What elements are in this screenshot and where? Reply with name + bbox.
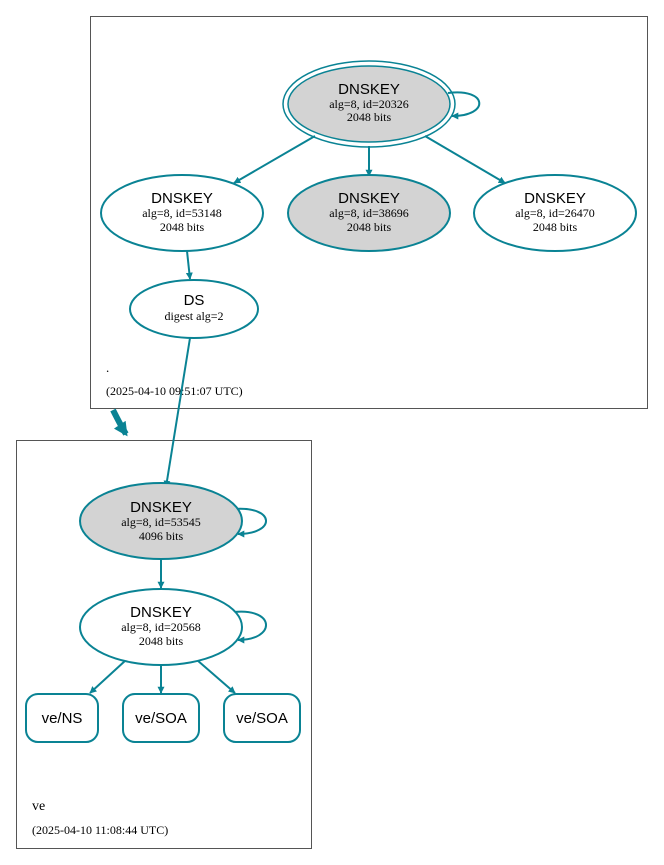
zone-root: . (2025-04-10 09:51:07 UTC) xyxy=(90,16,648,409)
node-rr-ns[interactable]: ve/NS xyxy=(25,693,99,743)
edge-root-ksk-to-53148 xyxy=(233,135,316,184)
node-dnskey-53148[interactable]: DNSKEY alg=8, id=53148 2048 bits xyxy=(100,174,264,252)
node-title: DNSKEY xyxy=(151,190,213,207)
node-dnskey-38696[interactable]: DNSKEY alg=8, id=38696 2048 bits xyxy=(287,174,451,252)
edge-ve-zsk-self xyxy=(233,610,267,644)
rrset-label: ve/NS xyxy=(42,710,83,727)
node-line1: alg=8, id=53545 xyxy=(121,515,201,529)
node-title: DNSKEY xyxy=(130,499,192,516)
node-rr-soa-1[interactable]: ve/SOA xyxy=(122,693,200,743)
edge-delegation xyxy=(110,408,129,437)
zone-root-border xyxy=(90,16,648,409)
rrset-label: ve/SOA xyxy=(236,710,288,727)
edge-53148-to-ds xyxy=(185,250,193,280)
node-line2: 2048 bits xyxy=(347,110,392,124)
zone-ve-timestamp: (2025-04-10 11:08:44 UTC) xyxy=(32,823,168,837)
edge-root-ksk-to-26470 xyxy=(424,135,506,184)
node-line2: 2048 bits xyxy=(139,634,184,648)
zone-root-name: . xyxy=(106,360,109,375)
node-ve-ksk[interactable]: DNSKEY alg=8, id=53545 4096 bits xyxy=(79,482,243,560)
node-line1: alg=8, id=20326 xyxy=(329,97,409,111)
node-ds[interactable]: DS digest alg=2 xyxy=(129,279,259,339)
node-line2: 4096 bits xyxy=(139,529,184,543)
edge-ds-to-ve-ksk xyxy=(163,337,191,488)
edge-ve-ksk-self xyxy=(233,507,267,538)
node-line2: 2048 bits xyxy=(347,220,392,234)
node-title: DNSKEY xyxy=(338,190,400,207)
node-ve-zsk[interactable]: DNSKEY alg=8, id=20568 2048 bits xyxy=(79,588,243,666)
edge-zsk-to-ns xyxy=(89,659,127,694)
node-line1: alg=8, id=53148 xyxy=(142,206,222,220)
zone-ve: ve (2025-04-10 11:08:44 UTC) xyxy=(16,440,312,849)
zone-root-timestamp: (2025-04-10 09:51:07 UTC) xyxy=(106,384,243,398)
edges xyxy=(89,91,506,694)
node-line1: alg=8, id=26470 xyxy=(515,206,595,220)
rrset-label: ve/SOA xyxy=(135,710,187,727)
node-dnskey-26470[interactable]: DNSKEY alg=8, id=26470 2048 bits xyxy=(473,174,637,252)
node-line2: 2048 bits xyxy=(160,220,205,234)
node-title: DNSKEY xyxy=(130,604,192,621)
node-rr-soa-2[interactable]: ve/SOA xyxy=(223,693,301,743)
edge-zsk-to-soa-2 xyxy=(196,659,236,694)
edge-root-ksk-self xyxy=(447,91,481,120)
node-root-ksk[interactable]: DNSKEY alg=8, id=20326 2048 bits xyxy=(282,60,456,148)
node-title: DNSKEY xyxy=(524,190,586,207)
node-line1: digest alg=2 xyxy=(164,309,223,323)
node-line2: 2048 bits xyxy=(533,220,578,234)
node-line1: alg=8, id=38696 xyxy=(329,206,409,220)
zone-ve-name: ve xyxy=(32,799,45,814)
node-title: DS xyxy=(184,292,205,309)
node-line1: alg=8, id=20568 xyxy=(121,620,201,634)
node-title: DNSKEY xyxy=(338,81,400,98)
zone-ve-border xyxy=(16,440,312,849)
